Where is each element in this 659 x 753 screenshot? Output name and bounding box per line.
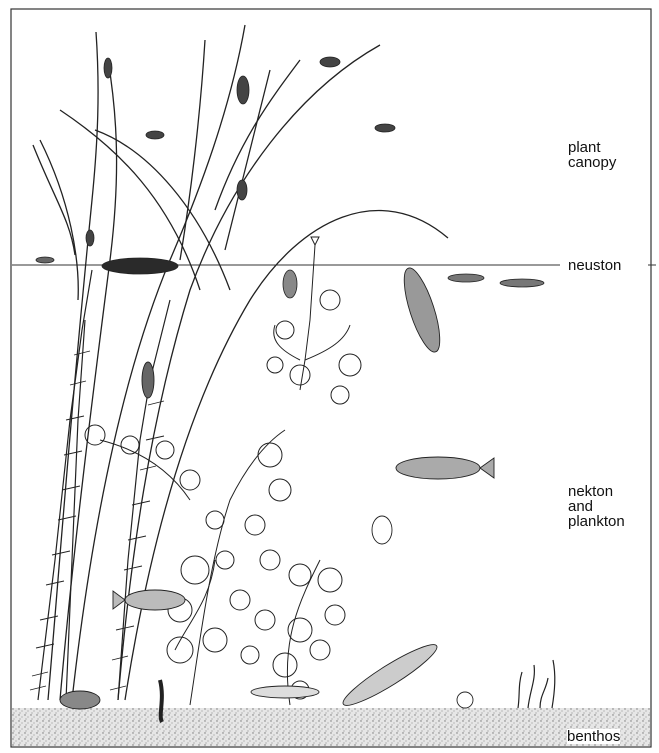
snail	[457, 692, 473, 708]
minnow	[396, 457, 480, 479]
nekton-animals	[113, 264, 494, 610]
zone-label-neuston: neuston	[568, 258, 621, 273]
zone-label-benthos: benthos	[567, 729, 620, 744]
neuston-animals	[36, 257, 544, 298]
submerged-plant-left	[85, 425, 291, 705]
zone-label-plant-canopy: plant canopy	[568, 140, 616, 170]
vertical-fish	[397, 264, 447, 355]
clinging-insect	[142, 362, 154, 398]
water-shrew	[102, 258, 178, 274]
benthic-grass	[518, 660, 555, 708]
eel-like-fish	[338, 637, 442, 712]
fish-lower	[125, 590, 185, 610]
sediment-bed	[12, 708, 650, 746]
floating-plant	[267, 237, 361, 404]
frame-border	[11, 9, 651, 747]
larva	[160, 680, 162, 722]
caddis-larva	[60, 691, 100, 709]
crayfish	[251, 686, 319, 698]
zone-label-nekton-plankton: nekton and plankton	[568, 484, 625, 529]
bushy-plant	[241, 550, 345, 705]
water-beetle	[372, 516, 392, 544]
